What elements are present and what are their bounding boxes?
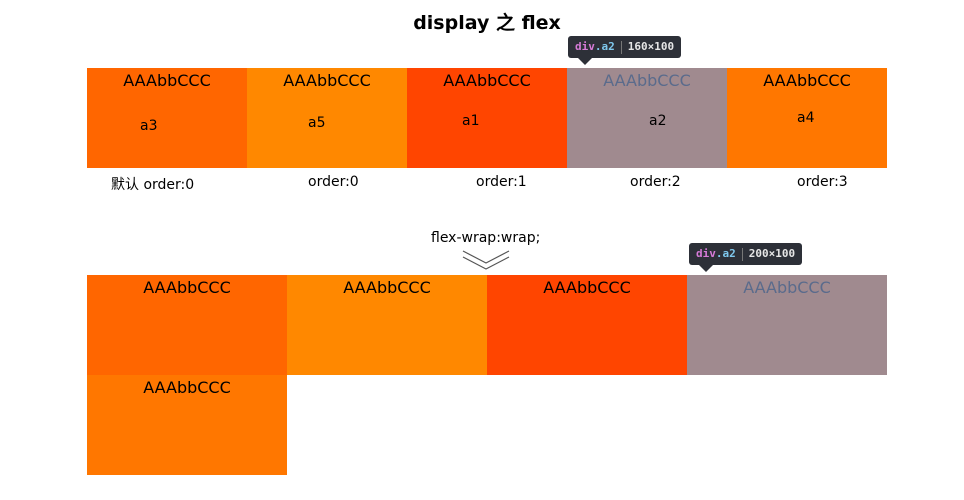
flex-wrap-label: flex-wrap:wrap; bbox=[431, 230, 541, 246]
tooltip-class: .a2 bbox=[594, 40, 615, 53]
item-class-label: a1 bbox=[462, 113, 480, 129]
tooltip-tag: div bbox=[575, 40, 595, 53]
item-text: AAAbbCCC bbox=[603, 71, 691, 90]
item-text: AAAbbCCC bbox=[283, 71, 371, 90]
order-label: 默认 order:0 bbox=[111, 177, 195, 193]
flex-item-a3: AAAbbCCC a3 bbox=[87, 68, 247, 168]
item-text: AAAbbCCC bbox=[143, 278, 231, 297]
page-title: display 之 flex bbox=[413, 12, 561, 34]
item-class-label: a2 bbox=[649, 113, 667, 129]
wrap-item: AAAbbCCC bbox=[87, 375, 287, 475]
order-label: order:1 bbox=[476, 174, 527, 190]
item-text: AAAbbCCC bbox=[443, 71, 531, 90]
wrap-item: AAAbbCCC bbox=[487, 275, 687, 375]
item-text: AAAbbCCC bbox=[143, 378, 231, 397]
flex-item-a2-highlighted[interactable]: AAAbbCCC a2 bbox=[567, 68, 727, 168]
devtools-element-tooltip: div.a2 160×100 bbox=[568, 36, 682, 65]
tooltip-dimensions: 200×100 bbox=[748, 247, 796, 260]
wrap-item-a2-highlighted[interactable]: AAAbbCCC bbox=[687, 275, 887, 375]
devtools-element-tooltip: div.a2 200×100 bbox=[689, 243, 803, 272]
item-text: AAAbbCCC bbox=[123, 71, 211, 90]
order-label: order:2 bbox=[630, 174, 681, 190]
wrap-item: AAAbbCCC bbox=[87, 275, 287, 375]
item-text: AAAbbCCC bbox=[343, 278, 431, 297]
tooltip-class: .a2 bbox=[715, 247, 736, 260]
item-class-label: a3 bbox=[140, 118, 158, 134]
flex-item-a1: AAAbbCCC a1 bbox=[407, 68, 567, 168]
item-text: AAAbbCCC bbox=[743, 278, 831, 297]
order-label: order:3 bbox=[797, 174, 848, 190]
tooltip-dimensions: 160×100 bbox=[627, 40, 675, 53]
item-text: AAAbbCCC bbox=[543, 278, 631, 297]
flex-container-wrap: AAAbbCCC AAAbbCCC AAAbbCCC AAAbbCCC AAAb… bbox=[87, 275, 887, 475]
chevron-down-icon bbox=[462, 250, 510, 270]
tooltip-tag: div bbox=[696, 247, 716, 260]
item-text: AAAbbCCC bbox=[763, 71, 851, 90]
item-class-label: a4 bbox=[797, 110, 815, 126]
flex-container-order: AAAbbCCC a3 AAAbbCCC a5 AAAbbCCC a1 AAAb… bbox=[87, 68, 887, 168]
tooltip-divider bbox=[620, 40, 622, 54]
wrap-item: AAAbbCCC bbox=[287, 275, 487, 375]
order-label: order:0 bbox=[308, 174, 359, 190]
item-class-label: a5 bbox=[308, 115, 326, 131]
flex-item-a5: AAAbbCCC a5 bbox=[247, 68, 407, 168]
tooltip-divider bbox=[741, 247, 743, 261]
flex-item-a4: AAAbbCCC a4 bbox=[727, 68, 887, 168]
